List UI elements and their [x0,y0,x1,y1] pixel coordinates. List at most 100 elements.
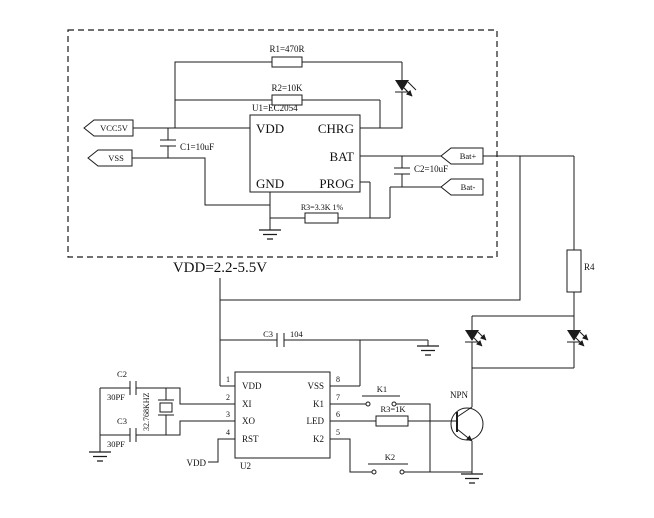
connector-bat-plus: Bat+ [440,147,484,165]
crystal-label: 32.768KHZ [142,392,151,431]
capacitor-c1: C1=10uF [160,139,214,152]
u1-pin-label-chrg: CHRG [318,121,354,136]
switch-k2-contact-right [399,469,405,475]
u1-chip: U1=EC2054 VDD CHRG BAT GND PROG [249,103,361,193]
led-b-emission-arrow1 [579,331,589,341]
power-note: VDD=2.2-5.5V [173,260,267,276]
npn-collector [456,406,473,418]
ground-symbol-vss [416,345,440,356]
switch-k1-label: K1 [377,384,387,394]
capacitor-c1-plates [160,139,176,147]
u2-chip: U2 VDD XI XO RST VSS K1 LED K2 1 2 3 4 8… [226,371,340,471]
u2-pin-label-vdd: VDD [242,381,262,391]
capacitor-c2-xtal-plates [129,381,137,395]
u1-pin-label-bat: BAT [329,149,354,164]
u2-pin-label-rst: RST [242,434,259,444]
resistor-r3-charger-body [304,212,339,224]
led-b-triangle [567,330,581,341]
capacitor-c3-bypass-value: 104 [290,329,304,339]
led-indicator-b [567,330,589,347]
led-a-emission-arrow2 [473,337,483,347]
capacitor-c2-charger: C2=10uF [394,164,448,175]
connector-bat-plus-label: Bat+ [460,151,477,161]
wire-k2-net [330,438,472,473]
resistor-r1: R1=470R [269,44,305,68]
resistor-r4-label: R4 [584,262,595,272]
wire-k1-net [330,403,431,472]
u2-pin-label-vss: VSS [307,381,324,391]
capacitor-c2-xtal-ref: C2 [117,369,127,379]
wire-vss2-net [284,339,429,387]
u2-pin-number-8: 8 [336,375,340,384]
crystal-32768: 32.768KHZ [142,392,174,431]
connector-bat-plus-flag [440,147,484,165]
u2-pin-number-5: 5 [336,428,340,437]
led-a-emission-arrow1 [477,331,487,341]
wire-led-driver-net [471,292,575,474]
capacitor-c3-xtal-ref: C3 [117,416,127,426]
npn-body [450,407,484,441]
u1-body [249,114,361,193]
wire-rst-net [208,438,235,463]
rst-vdd-label: VDD [187,458,207,468]
capacitor-c3-xtal: C3 30PF [107,416,137,449]
resistor-r4: R4 [566,249,595,293]
wire-chrg-net [360,92,403,129]
led-charge-indicator [395,80,416,96]
capacitor-c3-bypass-plates [276,333,285,347]
u2-pin-number-6: 6 [336,410,340,419]
connector-vss-label: VSS [108,153,124,163]
u2-pin-number-4: 4 [226,428,230,437]
capacitor-c3-bypass-ref: C3 [263,329,273,339]
u2-pin-label-k2: K2 [313,434,324,444]
connector-vss-flag [87,149,133,167]
u2-pin-number-1: 1 [226,375,230,384]
crystal-body [159,402,173,413]
led-indicator-a [465,330,487,347]
connector-bat-minus-flag [440,178,484,196]
connector-vcc5v: VCC5V [83,119,134,137]
resistor-r2-label: R2=10K [271,83,303,93]
resistor-r2: R2=10K [271,83,303,106]
u1-pin-label-vdd: VDD [256,121,284,136]
u2-pin-number-2: 2 [226,393,230,402]
connector-bat-minus: Bat- [440,178,484,196]
capacitor-c2-xtal-value: 30PF [107,392,125,402]
capacitor-c2-charger-label: C2=10uF [414,164,448,174]
connector-vcc5v-flag [83,119,134,137]
resistor-r4-body [566,249,582,293]
capacitor-c2-charger-plates [394,167,410,175]
wire-group-mcu [99,278,575,474]
led1-emission-arrow2 [403,87,413,97]
capacitor-c1-label: C1=10uF [180,142,214,152]
crystal-plates [158,399,174,416]
u2-pin-number-3: 3 [226,410,230,419]
u2-pin-label-k1: K1 [313,399,324,409]
resistor-r3-charger: R3=3.3K 1% [301,203,344,224]
led1-triangle [395,80,409,91]
switch-k1-contact-left [365,401,371,407]
resistor-r2-body [271,94,303,106]
wire-vdd2-rail [219,278,277,387]
u1-pin-label-gnd: GND [256,176,284,191]
u2-pin-label-xi: XI [242,399,252,409]
resistor-r3-mcu-body [375,415,409,427]
capacitor-c3-xtal-plates [129,428,137,442]
u2-refdes: U2 [240,461,251,471]
u2-pin-number-7: 7 [336,393,340,402]
wire-vss-net [132,146,270,206]
npn-label: NPN [450,390,469,400]
resistor-r3-charger-label: R3=3.3K 1% [301,203,344,212]
resistor-r3-mcu-label: R3=1K [380,404,406,414]
resistor-r1-body [271,56,303,68]
wire-xo-net [100,415,235,436]
switch-k1-contact-right [391,401,397,407]
switch-k1: K1 [362,384,400,407]
capacitor-c2-xtal: C2 30PF [107,369,137,402]
capacitor-c3-xtal-value: 30PF [107,439,125,449]
resistor-r3-mcu: R3=1K [375,404,409,427]
u2-pin-label-xo: XO [242,416,255,426]
connector-vss: VSS [87,149,133,167]
